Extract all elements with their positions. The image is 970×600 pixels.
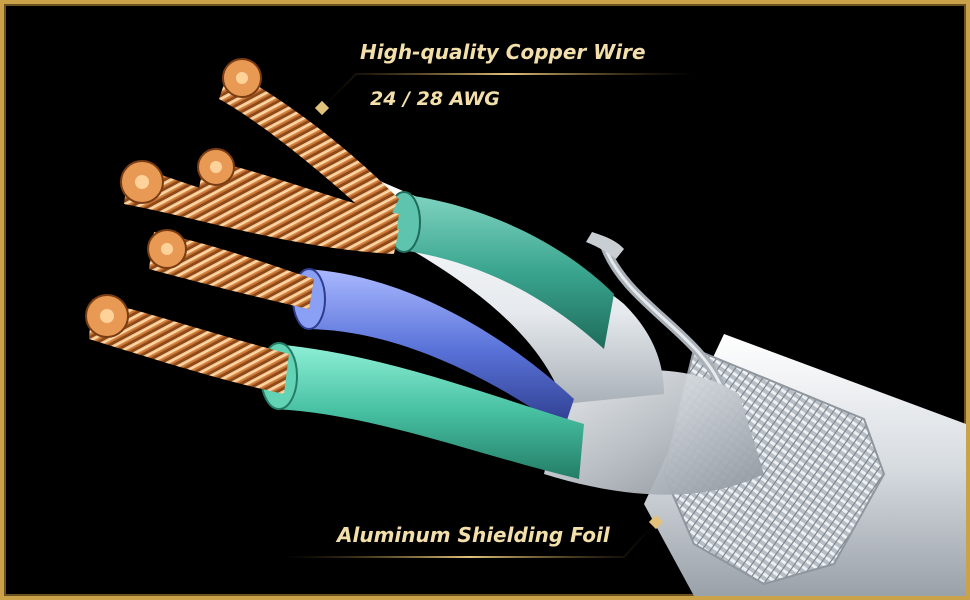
copper-conductor <box>586 232 624 259</box>
copper-conductor <box>120 160 399 254</box>
drain-wire <box>599 239 729 399</box>
callout-leader-top <box>314 73 694 116</box>
green-wire <box>260 342 584 479</box>
copper-conductors <box>85 58 624 394</box>
copper-conductor <box>147 229 314 309</box>
callout-leader-bottom <box>284 514 664 558</box>
copper-conductor <box>85 294 289 394</box>
callout-shielding-foil: Aluminum Shielding Foil <box>337 523 610 547</box>
aluminum-foil <box>544 370 764 495</box>
copper-conductor <box>219 58 399 229</box>
cable-illustration <box>85 58 966 596</box>
callout-wire-gauge: 24 / 28 AWG <box>370 88 500 110</box>
callout-title-copper-wire: High-quality Copper Wire <box>360 40 646 64</box>
